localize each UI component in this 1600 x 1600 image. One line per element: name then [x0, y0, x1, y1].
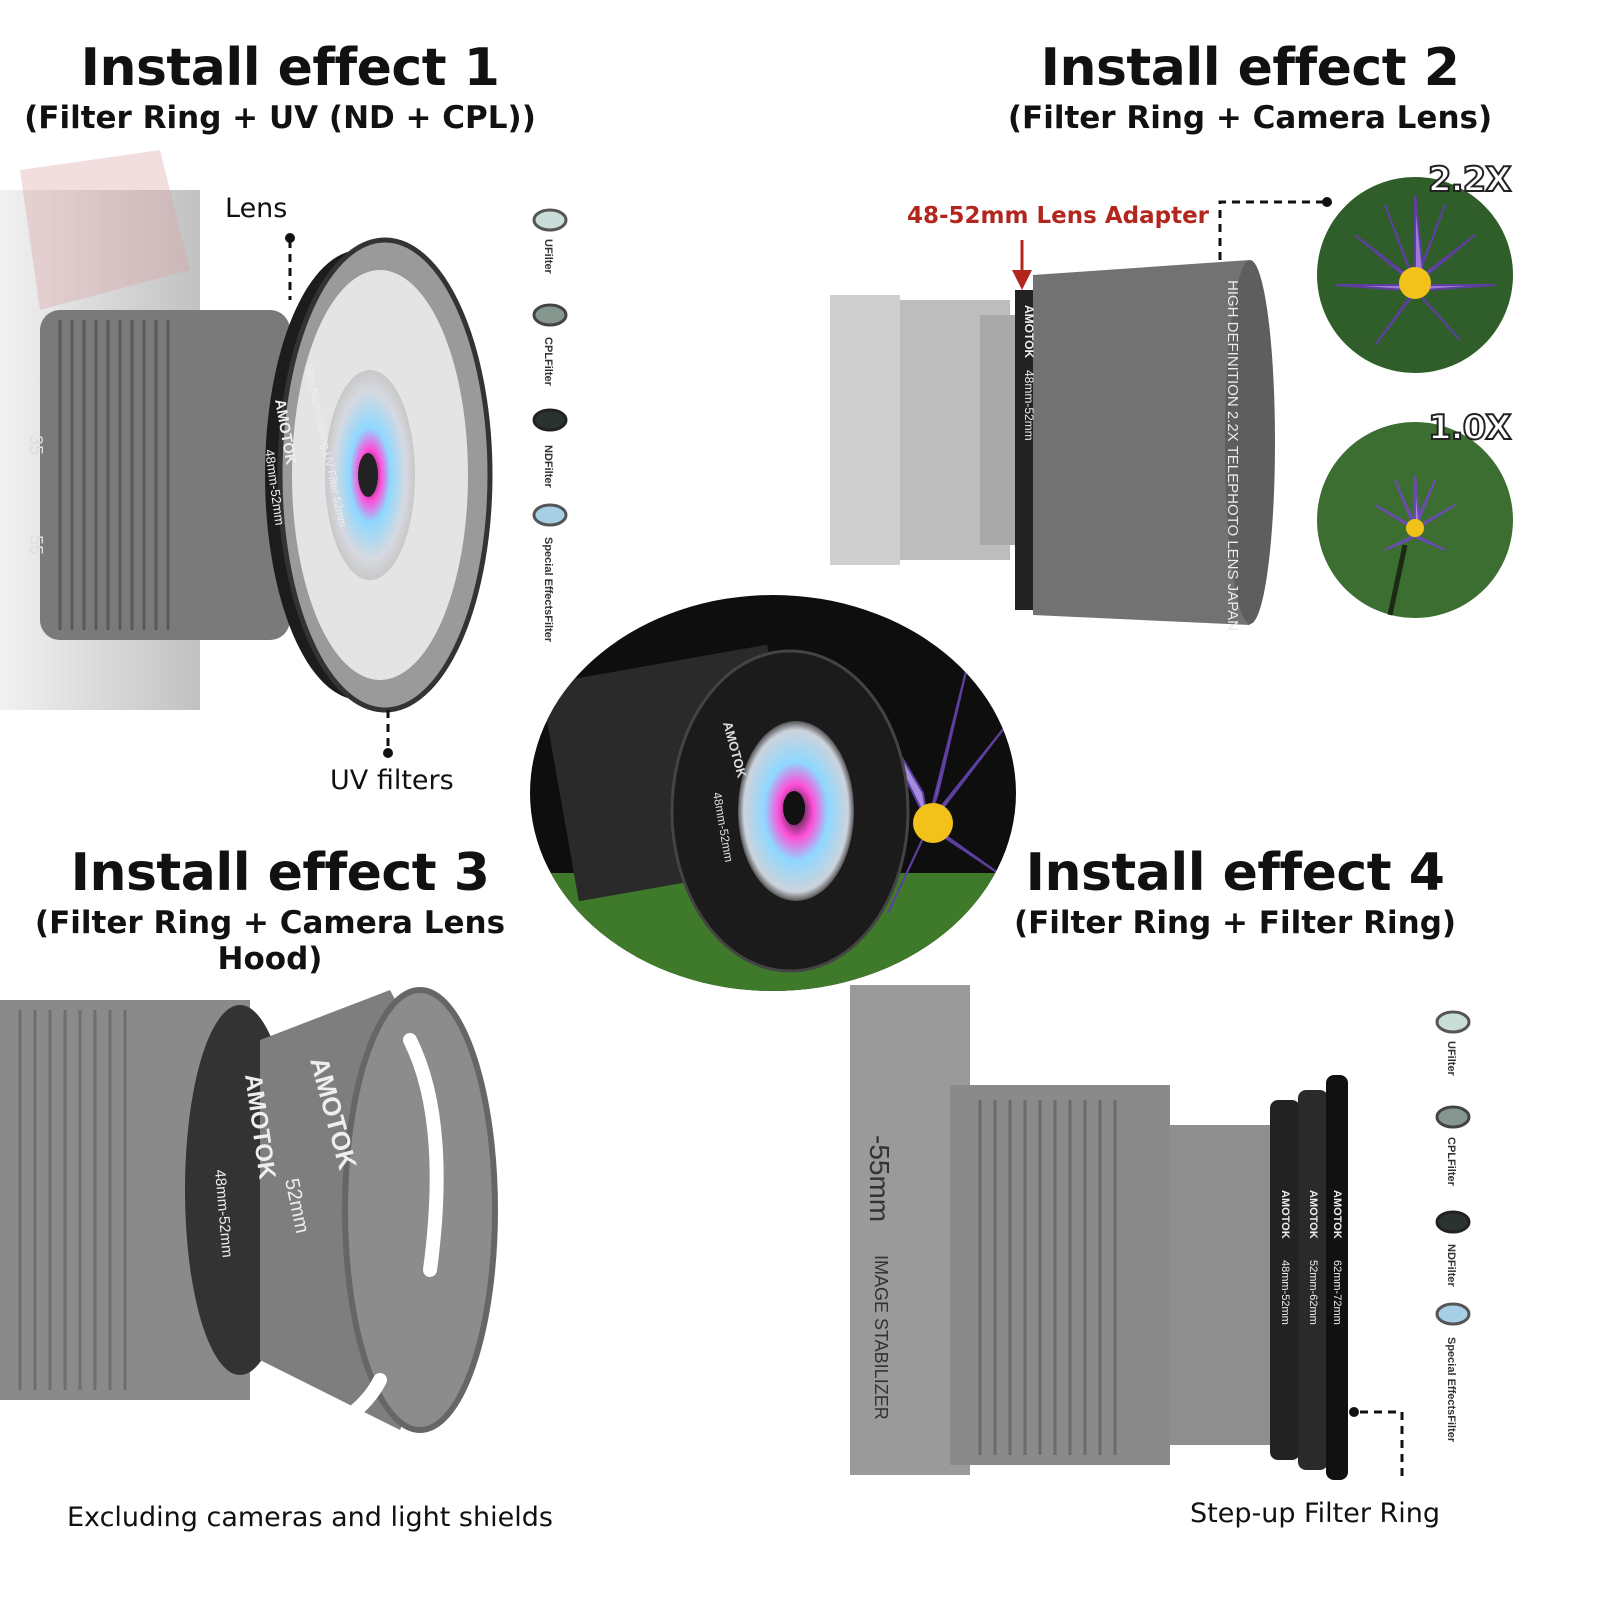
- step-ring-size-3: 62mm-72mm: [1331, 1260, 1343, 1325]
- special-effects-filter-icon-2: [1435, 1302, 1471, 1326]
- telephoto-lens-text: HIGH DEFINITION 2.2X TELEPHOTO LENS JAPA…: [1224, 280, 1241, 631]
- lens-mount-thread: [980, 315, 1020, 545]
- uv-filters-callout: UV filters: [330, 765, 454, 796]
- effect4-title: Install effect 4: [1025, 843, 1445, 903]
- uv-leader-dot: [383, 748, 393, 758]
- effect3-illustration: AMOTOK 48mm-52mm AMOTOK 52mm: [0, 987, 498, 1433]
- flower-1.0x-photo: [1317, 422, 1513, 618]
- step-up-ring-52-62: [1298, 1090, 1328, 1470]
- lens-barrel: [40, 310, 290, 640]
- telephoto-leader-line: [1218, 200, 1325, 260]
- camera-strap: [20, 150, 190, 310]
- hood-vent-bottom: [343, 1373, 387, 1422]
- lens-callout: Lens: [225, 193, 288, 224]
- zoom-mark-35: 35: [26, 435, 46, 455]
- ufilter-icon: [532, 208, 568, 232]
- effect4-lens-front: [1170, 1125, 1270, 1445]
- cplfilter-icon-2: [1435, 1105, 1471, 1129]
- effect2-subtitle: (Filter Ring + Camera Lens): [1007, 100, 1493, 136]
- special-effects-filter-icon: [532, 503, 568, 527]
- hood-vent-top: [403, 1033, 444, 1277]
- filter-label-cplfilter-2: CPLFilter: [1445, 1137, 1457, 1186]
- effect1-subtitle: (Filter Ring + UV (ND + CPL)): [24, 100, 536, 136]
- step-up-leader-dot: [1349, 1407, 1359, 1417]
- effect4-lens-barrel: [950, 1085, 1170, 1465]
- adapter-ring-2: [1015, 290, 1033, 610]
- effect4-lens-text-1: IMAGE STABILIZER: [871, 1255, 891, 1420]
- step-ring-brand-1: AMOTOK: [1279, 1190, 1291, 1239]
- filter-label-special: Special EffectsFilter: [542, 537, 554, 643]
- step-ring-size-1: 48mm-52mm: [1279, 1260, 1291, 1325]
- ufilter-icon-2: [1435, 1010, 1471, 1034]
- step-up-leader-line: [1360, 1410, 1404, 1480]
- ndfilter-icon-2: [1435, 1210, 1471, 1234]
- step-ring-size-2: 52mm-62mm: [1307, 1260, 1319, 1325]
- lens-hood-rim: [342, 987, 498, 1433]
- telephoto-leader-dot: [1322, 197, 1332, 207]
- effect4-footer: Step-up Filter Ring: [1190, 1498, 1441, 1529]
- effect2-illustration: AMOTOK 48mm-52mm HIGH DEFINITION 2.2X TE…: [830, 197, 1332, 631]
- filter-label-ndfilter-2: NDFilter: [1445, 1244, 1457, 1287]
- effect1-title: Install effect 1: [80, 38, 500, 98]
- zoom-mark-55: 55: [26, 535, 46, 555]
- filter-label-cplfilter: CPLFilter: [542, 337, 554, 386]
- magnification-high: 2.2X: [1427, 159, 1512, 201]
- adapter-callout: 48-52mm Lens Adapter: [907, 203, 1210, 229]
- effect1-illustration: 35 55 AMOTOK 48mm-52mm Slim Multi-coatin…: [0, 150, 493, 758]
- effect3-title: Install effect 3: [70, 843, 490, 903]
- filter-legend-2: UFilter CPLFilter NDFilter Special Effec…: [1433, 1007, 1483, 1467]
- effect4-subtitle: (Filter Ring + Filter Ring): [1013, 905, 1457, 941]
- telephoto-lens: [1033, 260, 1265, 625]
- magnification-low: 1.0X: [1427, 407, 1512, 449]
- step-up-ring-48-52: [1270, 1100, 1300, 1460]
- lens-center: [358, 453, 378, 497]
- focus-ring-grip: [58, 320, 170, 630]
- flower-2.2x-photo: [1317, 177, 1513, 373]
- filter-label-ndfilter: NDFilter: [542, 445, 554, 488]
- step-up-ring-62-72: [1326, 1075, 1348, 1480]
- filter-legend-1: UFilter CPLFilter NDFilter Special Effec…: [530, 205, 580, 675]
- adapter-arrow-head: [1012, 270, 1032, 290]
- telephoto-lens-front: [1225, 260, 1275, 624]
- camera-lens-grip-faded: [830, 295, 900, 565]
- filter-label-special-2: Special EffectsFilter: [1445, 1337, 1457, 1443]
- ndfilter-icon: [532, 408, 568, 432]
- effect2-ring-size: 48mm-52mm: [1022, 370, 1036, 441]
- filter-label-ufilter: UFilter: [542, 239, 554, 274]
- effect4-illustration: IMAGE STABILIZER -55mm AMOTOK 48mm-52mm …: [850, 985, 1404, 1480]
- effect2-ring-brand: AMOTOK: [1022, 305, 1036, 358]
- filter-label-ufilter-2: UFilter: [1445, 1041, 1457, 1076]
- effect3-subtitle: (Filter Ring + Camera Lens Hood): [34, 905, 506, 977]
- effect3-footer: Excluding cameras and light shields: [67, 1502, 553, 1533]
- step-ring-brand-3: AMOTOK: [1331, 1190, 1343, 1239]
- lens-leader-dot: [285, 233, 295, 243]
- effect2-title: Install effect 2: [1040, 38, 1460, 98]
- center-lens-photo: AMOTOK 48mm-52mm: [530, 595, 1016, 991]
- step-ring-brand-2: AMOTOK: [1307, 1190, 1319, 1239]
- effect4-lens-text-2: -55mm: [864, 1135, 895, 1222]
- cplfilter-icon: [532, 303, 568, 327]
